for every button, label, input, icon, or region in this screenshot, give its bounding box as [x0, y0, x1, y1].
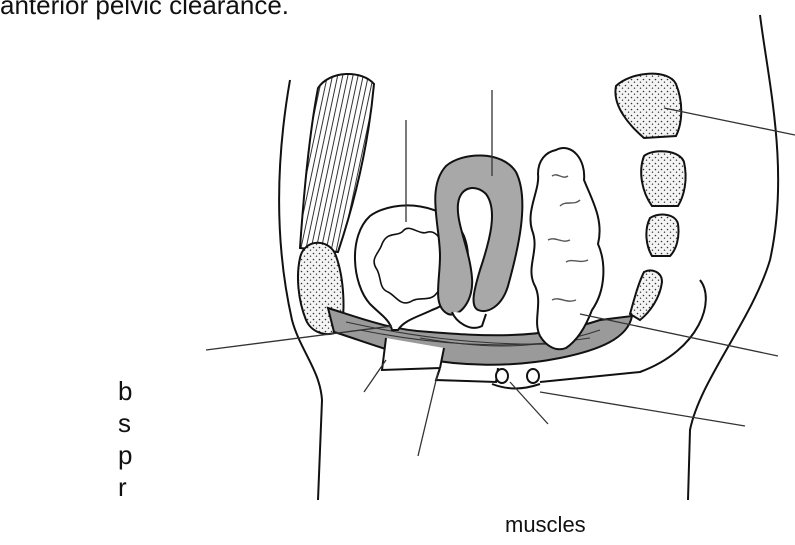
sacral-vertebra-2: [641, 151, 685, 206]
vaginal-opening: [436, 368, 498, 382]
anal-sphincter: [496, 369, 539, 383]
vaginal-vault: [452, 312, 486, 328]
body-outline-right: [688, 15, 778, 500]
sacral-vertebra-1: [615, 74, 681, 138]
rectum: [530, 148, 603, 349]
uterus: [435, 155, 522, 314]
sacral-vertebra-3: [646, 215, 678, 256]
coccyx: [630, 270, 662, 320]
